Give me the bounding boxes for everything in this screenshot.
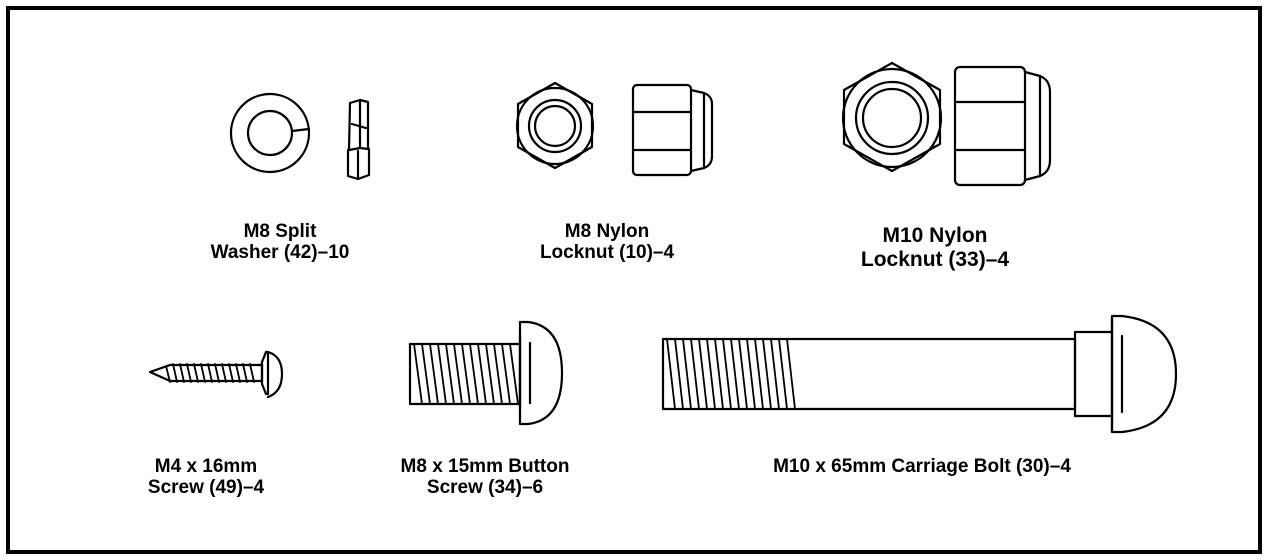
part-size: M10 Nylon <box>882 224 988 247</box>
part-name-qty: Screw (34)–6 <box>426 477 544 499</box>
part-size: M4 x 16mm <box>154 456 258 477</box>
part-label-m4-screw: M4 x 16mm Screw (49)–4 <box>106 456 306 499</box>
part-name-qty: Locknut (33)–4 <box>860 247 1010 271</box>
carriage-bolt-icon <box>661 314 1178 434</box>
part-label-m8-button-screw: M8 x 15mm Button Screw (34)–6 <box>360 456 610 499</box>
part-label-m8-split-washer: M8 Split Washer (42)–10 <box>170 221 390 264</box>
nylon-locknut-icon-m10 <box>841 61 1052 187</box>
part-label-m10-carriage-bolt: M10 x 65mm Carriage Bolt (30)–4 <box>732 456 1112 477</box>
part-label-m10-nylon-locknut: M10 Nylon Locknut (33)–4 <box>825 224 1045 271</box>
screw-icon <box>148 350 284 399</box>
part-size: M8 x 15mm Button <box>400 456 570 477</box>
part-label-m8-nylon-locknut: M8 Nylon Locknut (10)–4 <box>502 221 712 264</box>
part-size: M8 Split <box>243 221 317 242</box>
button-screw-icon <box>408 320 564 426</box>
part-name-qty: Screw (49)–4 <box>147 477 265 499</box>
part-name-qty: Locknut (10)–4 <box>539 242 675 264</box>
nylon-locknut-icon-m8 <box>515 81 714 177</box>
part-name-qty: Washer (42)–10 <box>210 242 350 264</box>
part-size: M8 Nylon <box>564 221 650 242</box>
split-washer-icon <box>229 92 371 181</box>
part-size: M10 x 65mm Carriage Bolt (30)–4 <box>773 456 1071 477</box>
